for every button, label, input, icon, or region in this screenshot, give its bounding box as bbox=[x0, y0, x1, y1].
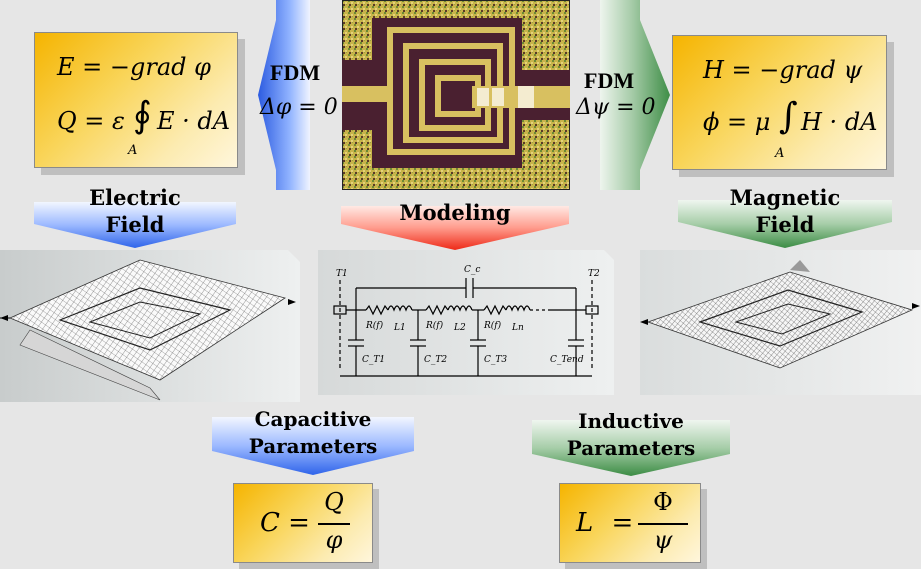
inductor-label-3: Ln bbox=[511, 323, 524, 333]
modeling-banner bbox=[341, 206, 569, 250]
electric-formula-line1: E = −grad φ bbox=[57, 53, 211, 81]
capacitive-parameters-title: Capacitive Parameters bbox=[212, 406, 414, 460]
inductance-denominator: ψ bbox=[653, 526, 673, 554]
shunt-cap-label-2: C_T2 bbox=[424, 355, 447, 365]
coupling-cap-label: C_c bbox=[464, 265, 480, 275]
inductor-label-1: L1 bbox=[393, 323, 406, 333]
capacitance-formula-box: C = Q φ bbox=[233, 483, 373, 563]
inductor-label-2: L2 bbox=[453, 323, 466, 333]
electric-formula-line2-left: Q = ε bbox=[57, 107, 125, 135]
inductive-parameters-title: Inductive Parameters bbox=[532, 408, 730, 462]
shunt-cap-label-4: C_Tend bbox=[550, 355, 584, 365]
electric-title-line1: Electric bbox=[89, 185, 181, 210]
port-t1-label: T1 bbox=[336, 269, 348, 279]
magnetic-title-line2: Field bbox=[755, 212, 815, 237]
electric-formula-box: E = −grad φ Q = ε ∮ A E · dA bbox=[34, 32, 238, 168]
magnetic-field-banner bbox=[678, 200, 892, 248]
shunt-cap-label-3: C_T3 bbox=[484, 355, 507, 365]
capacitance-denominator: φ bbox=[325, 526, 343, 554]
electric-field-plot bbox=[0, 250, 300, 402]
contour-integral-sign: ∮ bbox=[133, 95, 152, 136]
electric-title-line2: Field bbox=[105, 212, 165, 237]
inductor-chip-photo bbox=[342, 0, 570, 190]
magnetic-field-plot bbox=[640, 250, 921, 395]
resistor-label-3: R(f) bbox=[483, 320, 502, 331]
inductance-lhs: L = bbox=[576, 508, 634, 538]
magnetic-formula-line2-left: ϕ = μ bbox=[703, 108, 771, 136]
electric-fdm-equation: Δφ = 0 bbox=[260, 95, 338, 120]
magnetic-formula-line2-right: H · dA bbox=[801, 108, 878, 136]
inductive-parameters-banner bbox=[532, 420, 730, 476]
surface-integral-sign: ∫ bbox=[779, 96, 798, 137]
inductive-title-line2: Parameters bbox=[566, 436, 696, 460]
electric-fdm-label: FDM bbox=[270, 60, 321, 85]
resistor-label-2: R(f) bbox=[425, 320, 444, 331]
inductance-formula-box: L = Φ ψ bbox=[559, 483, 701, 563]
port-t2-label: T2 bbox=[588, 269, 600, 279]
magnetic-fdm-label: FDM bbox=[584, 68, 635, 93]
resistor-label-1: R(f) bbox=[365, 320, 384, 331]
capacitive-parameters-banner bbox=[212, 417, 414, 475]
magnetic-formula-box: H = −grad ψ ϕ = μ ∫ A H · dA bbox=[672, 35, 887, 170]
capacitance-lhs: C = bbox=[260, 508, 310, 538]
capacitance-numerator: Q bbox=[324, 488, 344, 516]
integral-subscript: A bbox=[775, 146, 785, 161]
electric-formula-line2-right: E · dA bbox=[157, 107, 231, 135]
modeling-title: Modeling bbox=[399, 200, 511, 225]
electric-field-title: Electric Field bbox=[34, 184, 236, 238]
equivalent-circuit-diagram: T1 T2 C_c R(f) L1 R(f) L2 R(f) Ln C_T1 C… bbox=[318, 250, 614, 395]
fraction-bar bbox=[638, 523, 688, 525]
magnetic-formula-line1: H = −grad ψ bbox=[703, 56, 863, 84]
shunt-cap-label-1: C_T1 bbox=[362, 355, 385, 365]
electric-fdm-arrow bbox=[258, 0, 310, 190]
inductive-title-line1: Inductive bbox=[578, 409, 684, 433]
electric-field-banner bbox=[34, 202, 236, 248]
magnetic-field-title: Magnetic Field bbox=[678, 184, 892, 238]
inductance-numerator: Φ bbox=[653, 488, 673, 516]
magnetic-fdm-arrow bbox=[600, 0, 670, 190]
magnetic-fdm-equation: Δψ = 0 bbox=[576, 95, 656, 120]
capacitive-title-line1: Capacitive bbox=[254, 407, 372, 431]
capacitive-title-line2: Parameters bbox=[248, 434, 378, 458]
magnetic-title-line1: Magnetic bbox=[729, 185, 841, 210]
fraction-bar bbox=[318, 523, 350, 525]
integral-subscript: A bbox=[128, 143, 138, 158]
